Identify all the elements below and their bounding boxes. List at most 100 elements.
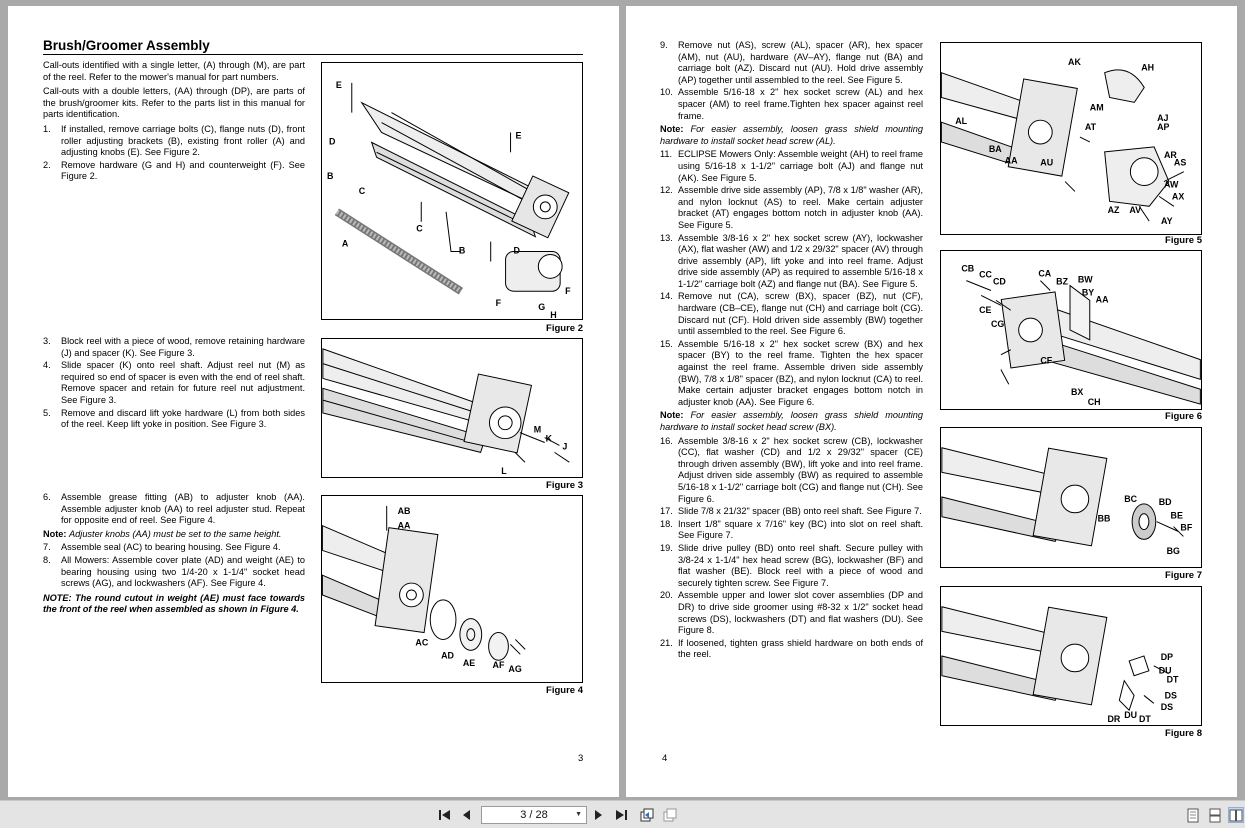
steps-3-5: 3.Block reel with a piece of wood, remov…	[43, 336, 305, 431]
callout-label: AK	[1068, 57, 1081, 67]
callout-label: AZ	[1108, 205, 1120, 215]
step-item: 9.Remove nut (AS), screw (AL), spacer (A…	[660, 40, 923, 86]
figure-3-caption: Figure 3	[546, 480, 583, 491]
note-round-cutout: NOTE: The round cutout in weight (AE) mu…	[43, 592, 305, 615]
callout-label: CG	[991, 319, 1004, 329]
step-text: Slide spacer (K) onto reel shaft. Adjust…	[61, 360, 305, 405]
note-adjuster-knobs: Note: Adjuster knobs (AA) must be set to…	[43, 528, 282, 539]
callout-label: DU	[1159, 666, 1172, 676]
callout-label: BF	[1180, 523, 1192, 533]
go-forward-icon	[663, 808, 677, 822]
next-page-button[interactable]	[591, 807, 607, 823]
step-number: 3.	[43, 336, 51, 346]
document-viewport[interactable]: Brush/Groomer Assembly Call-outs identif…	[0, 0, 1245, 800]
page-number: 4	[662, 753, 668, 764]
figure-5-caption: Figure 5	[1165, 235, 1202, 246]
right-text-column: 9.Remove nut (AS), screw (AL), spacer (A…	[660, 40, 923, 662]
callout-label: BY	[1082, 287, 1094, 297]
callout-label: E	[516, 130, 522, 140]
steps-16-21: 16.Assemble 3/8-16 x 2" hex socket screw…	[660, 436, 923, 661]
step-number: 10.	[660, 87, 673, 98]
steps-11-15: 11. ECLIPSE Mowers Only: Assemble weight …	[660, 149, 923, 408]
continuous-view-button[interactable]	[1207, 807, 1223, 823]
callout-label: K	[546, 434, 553, 444]
callout-label: BC	[1124, 494, 1137, 504]
figure-8-caption: Figure 8	[1165, 728, 1202, 739]
step-text: ECLIPSE Mowers Only: Assemble weight (AH…	[678, 149, 923, 183]
first-page-button[interactable]	[437, 807, 453, 823]
facing-pages-view-button[interactable]	[1228, 807, 1244, 823]
callout-label: AP	[1157, 122, 1169, 132]
callout-label: CC	[979, 270, 992, 280]
section-heading: Brush/Groomer Assembly	[43, 38, 583, 55]
callout-label: AX	[1172, 191, 1184, 201]
step-text: Remove hardware (G and H) and counterwei…	[61, 159, 305, 182]
previous-page-button[interactable]	[458, 807, 474, 823]
callout-label: B	[327, 171, 334, 181]
previous-page-icon	[463, 810, 470, 820]
last-page-button[interactable]	[613, 807, 629, 823]
page-4: 9.Remove nut (AS), screw (AL), spacer (A…	[626, 6, 1237, 797]
step-item: 8.All Mowers: Assemble cover plate (AD) …	[43, 555, 305, 590]
step-item: 10. Assemble 5/16-18 x 2" hex socket scre…	[660, 87, 923, 122]
callout-label: C	[416, 224, 423, 234]
step-item: 12.Assemble drive side assembly (AP), 7/…	[660, 185, 923, 231]
callout-label: DS	[1165, 690, 1177, 700]
callout-label: DR	[1107, 714, 1120, 724]
callout-label: AD	[441, 650, 454, 660]
callout-label: AV	[1129, 205, 1141, 215]
steps-7-8: 7.Assemble seal (AC) to bearing housing.…	[43, 542, 305, 589]
callout-label: D	[329, 136, 336, 146]
callout-label: BZ	[1056, 277, 1068, 287]
callout-label: AC	[415, 637, 428, 647]
step-item: 5.Remove and discard lift yoke hardware …	[43, 408, 305, 431]
step-item: 6.Assemble grease fitting (AB) to adjust…	[43, 492, 305, 527]
callout-label: BB	[1098, 514, 1111, 524]
figure-2-caption: Figure 2	[546, 323, 583, 334]
step-number: 2.	[43, 159, 51, 170]
callout-label: AA	[398, 521, 411, 531]
step-text: If loosened, tighten grass shield hardwa…	[678, 637, 923, 660]
step-item: 7.Assemble seal (AC) to bearing housing.…	[43, 542, 305, 554]
step-text: Remove and discard lift yoke hardware (L…	[61, 407, 305, 430]
intro-paragraph-2: Call-outs with a double letters, (AA) th…	[43, 86, 305, 120]
note-grass-shield-al: Note: For easier assembly, loosen grass …	[660, 124, 923, 146]
single-page-view-button[interactable]	[1185, 807, 1201, 823]
step-text: Assemble 5/16-18 x 2" hex socket screw (…	[678, 338, 923, 407]
callout-label: AB	[398, 506, 411, 516]
step-number: 18.	[660, 518, 673, 529]
step-number: 9.	[660, 40, 668, 50]
step-number: 12.	[660, 185, 673, 196]
go-back-button[interactable]	[639, 807, 655, 823]
step-item: 16.Assemble 3/8-16 x 2" hex socket screw…	[660, 436, 923, 506]
step-6: 6.Assemble grease fitting (AB) to adjust…	[43, 492, 305, 527]
page-number-select[interactable]: 3 / 28 ▼	[481, 806, 587, 824]
first-page-icon	[439, 810, 450, 820]
callout-label: M	[534, 425, 541, 435]
callout-label: L	[501, 466, 507, 476]
step-number: 8.	[43, 554, 51, 565]
step-number: 19.	[660, 542, 673, 553]
callout-label: DP	[1161, 652, 1173, 662]
callout-label: F	[496, 298, 502, 308]
step-text: Assemble 3/8-16 x 2" hex socket screw (A…	[678, 232, 923, 289]
step-number: 7.	[43, 542, 51, 553]
callout-label: CD	[993, 277, 1006, 287]
step-text: Assemble upper and lower slot cover asse…	[678, 590, 923, 636]
step-number: 20.	[660, 590, 673, 601]
figure-4-caption: Figure 4	[546, 685, 583, 696]
go-forward-button[interactable]	[662, 807, 678, 823]
steps-1-2: 1.If installed, remove carriage bolts (C…	[43, 124, 305, 183]
callout-label: G	[538, 302, 545, 312]
step-text: Assemble 5/16-18 x 2" hex socket screw (…	[678, 87, 923, 121]
step-number: 14.	[660, 291, 673, 302]
step-number: 11.	[660, 149, 673, 160]
